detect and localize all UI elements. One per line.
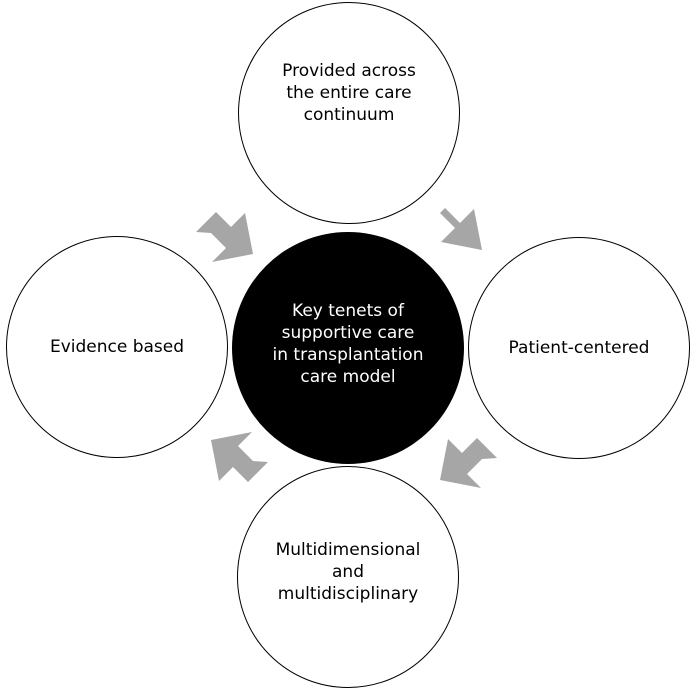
node-evidence-based-label: Evidence based: [49, 337, 185, 357]
center-key-tenets: Key tenets of supportive care in transpl…: [232, 232, 464, 464]
node-evidence-based: Evidence based: [6, 236, 228, 458]
node-multidimensional-label: Multidimensional and multidisciplinary: [275, 540, 421, 604]
node-patient-centered: Patient-centered: [468, 237, 690, 459]
center-key-tenets-label: Key tenets of supportive care in transpl…: [272, 301, 424, 387]
arrow-bottom-to-left: [211, 432, 268, 482]
arrow-top-to-right: [425, 208, 482, 250]
node-patient-centered-label: Patient-centered: [508, 338, 650, 358]
node-care-continuum: Provided across the entire care continuu…: [238, 2, 460, 224]
node-multidimensional: Multidimensional and multidisciplinary: [237, 466, 459, 688]
node-care-continuum-label: Provided across the entire care continuu…: [282, 61, 416, 125]
arrow-right-to-bottom: [440, 438, 497, 488]
arrow-left-to-top: [196, 212, 253, 262]
